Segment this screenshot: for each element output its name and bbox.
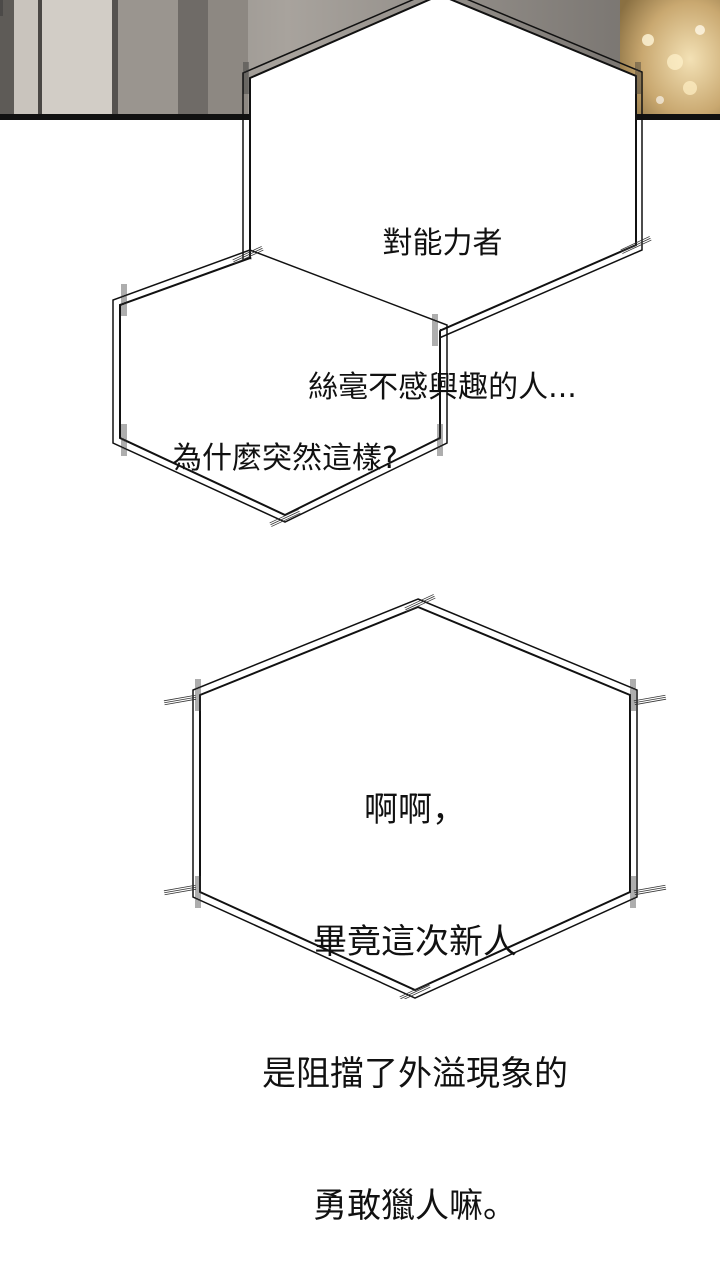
comic-panel (0, 0, 720, 999)
caption-line: 對能力者 (382, 226, 503, 261)
caption-line: 啊啊， (364, 790, 466, 830)
caption-top: 對能力者 絲毫不感興趣的人... (250, 124, 635, 460)
speech-bubble-middle (112, 249, 448, 523)
caption-line: 畢竟這次新人 (313, 922, 517, 962)
background-scene (0, 0, 720, 120)
bubble-hatch-marks (0, 0, 667, 999)
caption-line: 是阻擋了外溢現象的 (262, 1054, 568, 1094)
caption-line: 為什麼突然這樣? (172, 441, 398, 477)
caption-line: 勇敢獵人嘛。 (313, 1186, 517, 1226)
caption-middle: 為什麼突然這樣? (120, 360, 450, 518)
caption-line: 絲毫不感興趣的人... (308, 370, 577, 405)
caption-bottom: 啊啊， 畢竟這次新人 是阻擋了外溢現象的 勇敢獵人嘛。 (200, 700, 630, 1272)
